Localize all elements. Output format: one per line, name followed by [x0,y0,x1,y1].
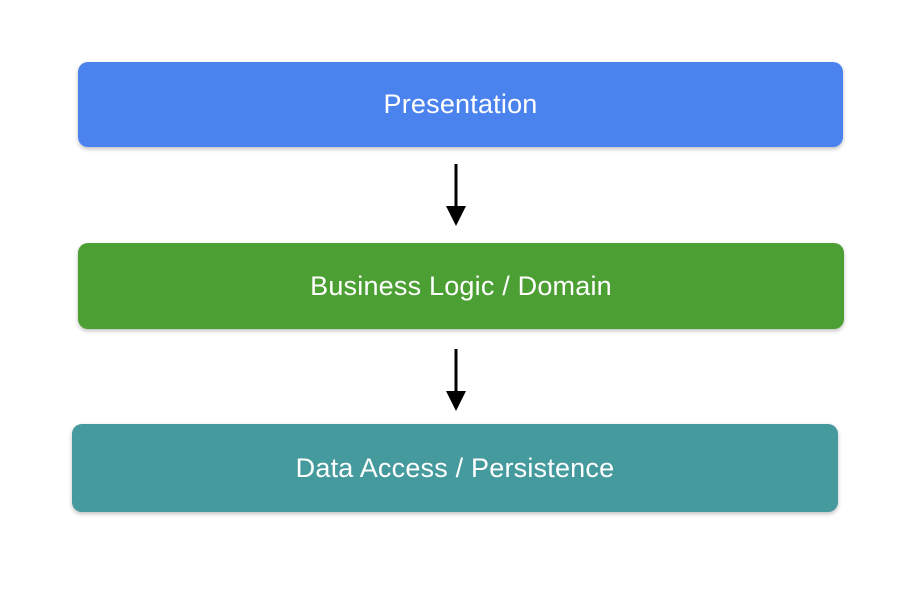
layer-label-data-access: Data Access / Persistence [295,452,615,483]
arrow-down-icon [445,164,467,226]
arrow-down-icon [445,349,467,411]
layer-box-data-access: Data Access / Persistence [72,424,838,512]
layer-label-presentation: Presentation [383,89,538,119]
layer-box-presentation: Presentation [78,62,843,147]
layer-label-business-logic: Business Logic / Domain [310,270,612,301]
layer-box-business-logic: Business Logic / Domain [78,243,844,329]
